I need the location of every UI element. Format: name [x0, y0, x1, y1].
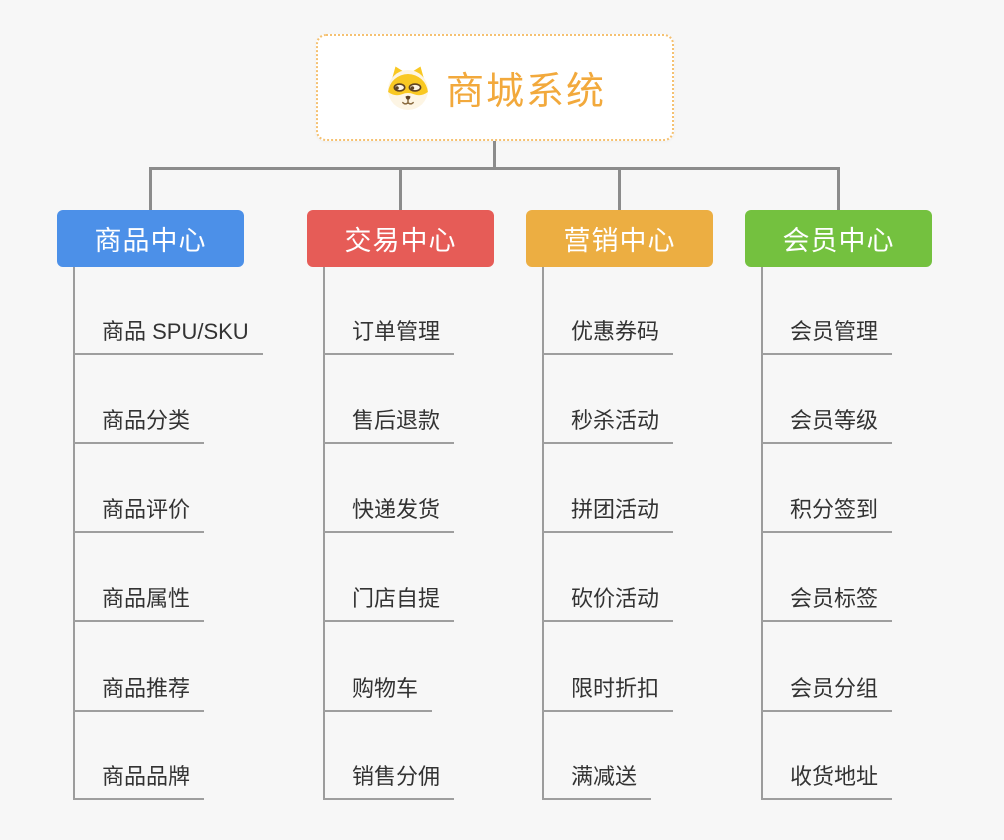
branch-trunk — [73, 267, 75, 800]
leaf-node[interactable]: 满减送 — [542, 759, 652, 800]
leaf-node[interactable]: 秒杀活动 — [542, 403, 674, 444]
connector-drop — [149, 167, 152, 210]
leaf-node[interactable]: 销售分佣 — [323, 759, 455, 800]
branch-node-member-center[interactable]: 会员中心 — [745, 210, 932, 267]
leaf-node[interactable]: 商品品牌 — [73, 759, 205, 800]
branch-trunk — [323, 267, 325, 800]
leaf-node[interactable]: 会员等级 — [761, 403, 893, 444]
leaf-node[interactable]: 订单管理 — [323, 314, 455, 355]
leaf-node[interactable]: 商品属性 — [73, 581, 205, 622]
leaf-node[interactable]: 快递发货 — [323, 492, 455, 533]
connector-drop — [618, 167, 621, 210]
leaf-node[interactable]: 优惠券码 — [542, 314, 674, 355]
leaf-node[interactable]: 商品 SPU/SKU — [73, 314, 263, 355]
branch-node-product-center[interactable]: 商品中心 — [57, 210, 244, 267]
connector-drop — [399, 167, 402, 210]
root-title: 商城系统 — [445, 71, 606, 113]
leaf-node[interactable]: 拼团活动 — [542, 492, 674, 533]
leaf-node[interactable]: 会员管理 — [761, 314, 893, 355]
root-node[interactable]: 商城系统 — [316, 34, 674, 141]
leaf-node[interactable]: 门店自提 — [323, 581, 455, 622]
leaf-node[interactable]: 限时折扣 — [542, 671, 674, 712]
leaf-node[interactable]: 积分签到 — [761, 492, 893, 533]
connector-bus — [149, 167, 840, 170]
leaf-node[interactable]: 砍价活动 — [542, 581, 674, 622]
shiba-dog-icon — [384, 64, 432, 112]
leaf-node[interactable]: 售后退款 — [323, 403, 455, 444]
connector-root-stub — [493, 141, 496, 168]
leaf-node[interactable]: 商品推荐 — [73, 671, 205, 712]
branch-trunk — [542, 267, 544, 800]
connector-drop — [837, 167, 840, 210]
leaf-node[interactable]: 商品分类 — [73, 403, 205, 444]
branch-node-marketing-center[interactable]: 营销中心 — [526, 210, 713, 267]
leaf-node[interactable]: 会员分组 — [761, 671, 893, 712]
leaf-node[interactable]: 购物车 — [323, 671, 433, 712]
leaf-node[interactable]: 会员标签 — [761, 581, 893, 622]
branch-node-trade-center[interactable]: 交易中心 — [307, 210, 494, 267]
leaf-node[interactable]: 商品评价 — [73, 492, 205, 533]
leaf-node[interactable]: 收货地址 — [761, 759, 893, 800]
branch-trunk — [761, 267, 763, 800]
